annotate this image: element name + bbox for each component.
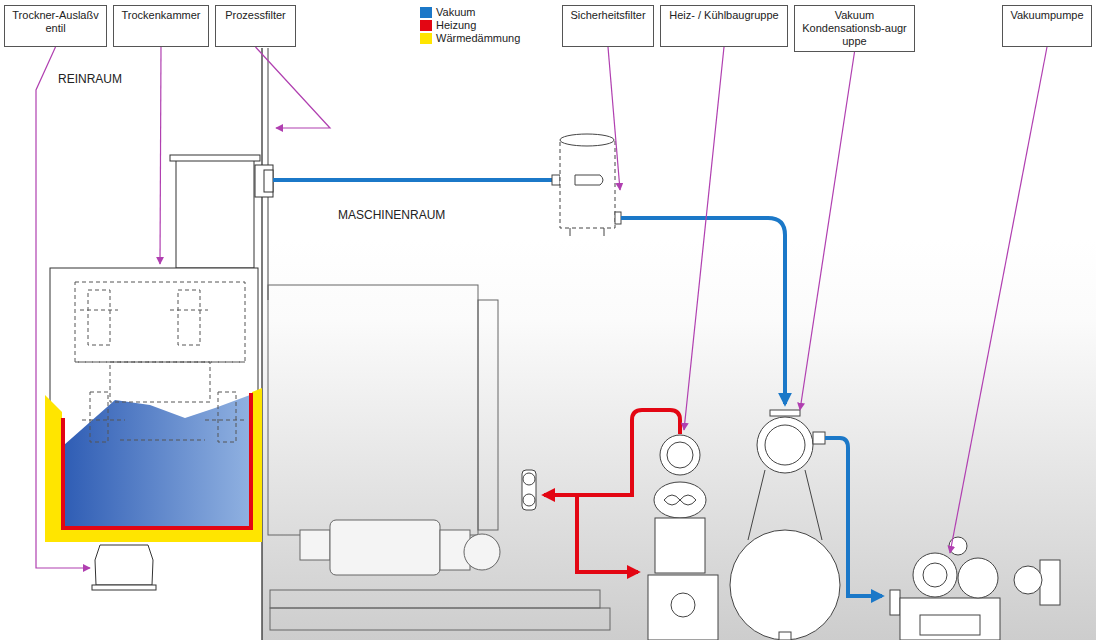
callout-box: Trockenkammer <box>113 5 209 47</box>
legend-swatch <box>420 33 432 44</box>
leader-line <box>256 47 331 128</box>
region-label: REINRAUM <box>58 72 122 86</box>
callout-text: Heiz- / Kühlbaugruppe <box>666 9 782 22</box>
leader-line <box>608 47 620 190</box>
region-label: MASCHINENRAUM <box>338 208 445 222</box>
callout-box: Vakuumpumpe <box>1002 5 1092 47</box>
leader-line <box>36 47 90 568</box>
callout-box: Vakuum Kondensationsb-augr uppe <box>794 5 915 52</box>
callout-text: Prozessfilter <box>221 9 290 22</box>
leader-line <box>684 47 724 430</box>
callout-text: Trockenkammer <box>119 9 203 22</box>
callout-text: Vakuum Kondensationsb-augr uppe <box>800 9 909 48</box>
legend-text: Vakuum <box>436 6 476 19</box>
leader-line <box>800 52 855 410</box>
legend-text: Wärmedämmung <box>436 32 520 45</box>
leader-line <box>950 47 1047 553</box>
legend-swatch <box>420 20 432 31</box>
callout-text: Vakuumpumpe <box>1008 9 1086 22</box>
callout-box: Heiz- / Kühlbaugruppe <box>660 5 788 47</box>
callout-box: Sicherheitsfilter <box>562 5 654 47</box>
callout-box: Prozessfilter <box>215 5 296 47</box>
leader-line <box>160 47 161 264</box>
callout-text: Sicherheitsfilter <box>568 9 648 22</box>
callout-box: Trockner-Auslaßv entil <box>4 5 107 47</box>
legend-text: Heizung <box>436 19 476 32</box>
callout-text: Trockner-Auslaßv entil <box>10 9 101 35</box>
legend-swatch <box>420 7 432 18</box>
